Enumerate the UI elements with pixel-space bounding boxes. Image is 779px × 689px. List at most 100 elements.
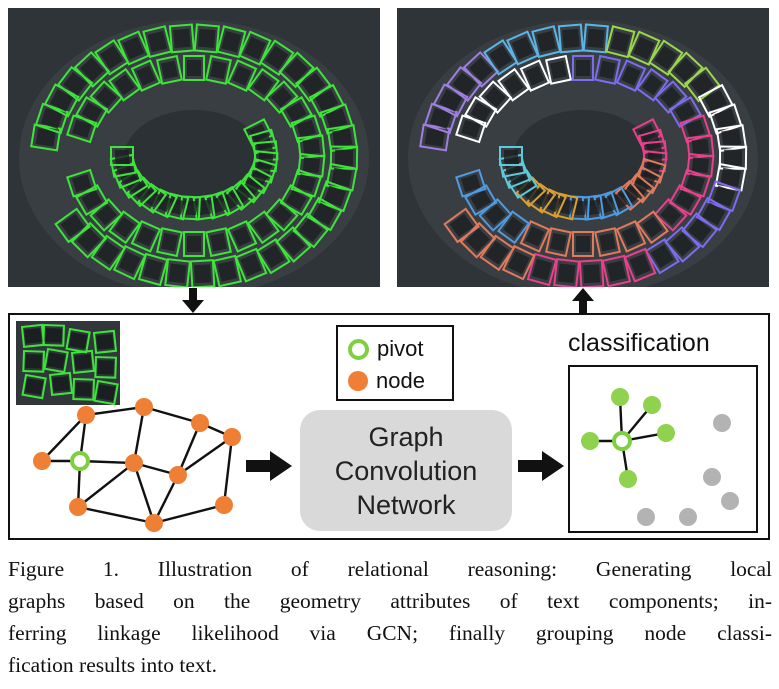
text-component-box (455, 168, 487, 198)
text-component-box (462, 50, 500, 88)
text-component-box (582, 23, 609, 54)
graph-edge (153, 503, 225, 525)
classification-title: classification (568, 329, 710, 357)
text-component-box (578, 259, 605, 287)
linked-node (611, 388, 629, 406)
text-component-box (679, 114, 711, 144)
text-component-box (553, 258, 581, 287)
text-component-box (526, 252, 558, 287)
text-component-box (89, 80, 124, 114)
text-component-box (112, 244, 147, 281)
gcn-block: Graph Convolution Network (300, 410, 512, 531)
text-component-box (708, 103, 743, 135)
text-component-box (706, 180, 742, 213)
legend: pivot node (336, 325, 454, 401)
text-component-box (164, 258, 192, 287)
unlinked-node (679, 508, 697, 526)
graph-node (125, 454, 143, 472)
text-component-box (226, 220, 258, 253)
text-component-box (325, 162, 358, 192)
unlinked-node (721, 492, 739, 510)
text-component-box (329, 145, 359, 170)
right-arrow-icon (246, 451, 292, 481)
text-component-box (156, 227, 183, 258)
text-component-box (264, 198, 299, 232)
text-component-box (497, 210, 531, 245)
text-component-box (519, 220, 551, 253)
graph-edge (77, 462, 135, 508)
graph-node (33, 452, 51, 470)
text-component-box (615, 59, 647, 92)
text-component-box (297, 152, 326, 178)
graph-node (145, 514, 163, 532)
text-component-box (212, 254, 243, 287)
text-component-box (43, 347, 69, 374)
node-icon (348, 371, 368, 391)
text-component-box (572, 231, 594, 257)
text-component-box (93, 39, 130, 76)
linked-node (643, 396, 661, 414)
text-component-box (92, 329, 118, 354)
text-component-box (108, 67, 142, 102)
legend-node: node (348, 367, 425, 395)
text-component-box (664, 225, 701, 263)
graph-edge (132, 462, 156, 524)
graph-node (215, 496, 233, 514)
text-component-box (130, 59, 162, 92)
graph-node (223, 428, 241, 446)
text-component-box (308, 83, 345, 119)
text-component-box (275, 225, 312, 263)
text-component-box (65, 327, 91, 354)
text-component-box (519, 59, 551, 92)
caption-line-4: fication results into text. (8, 653, 217, 677)
text-component-box (54, 207, 91, 244)
relational-reasoning-diagram: pivot node Graph Convolution Network cla… (8, 313, 770, 540)
text-component-box (501, 244, 536, 281)
linked-node (657, 424, 675, 442)
text-component-box (216, 25, 247, 59)
text-component-box (615, 220, 647, 253)
text-component-box (635, 67, 669, 102)
local-region-thumbnail (16, 321, 120, 405)
graph-edge (77, 505, 155, 525)
text-component-box (205, 54, 232, 85)
graph-edge (177, 436, 233, 476)
unlinked-node (637, 508, 655, 526)
text-component-box (718, 145, 748, 170)
text-component-box (255, 237, 291, 275)
text-component-box (297, 134, 326, 160)
graph-edge (222, 436, 234, 506)
text-component-box (623, 247, 657, 283)
text-component-box (48, 371, 74, 396)
text-component-box (290, 114, 322, 144)
text-component-box (697, 83, 734, 119)
text-component-box (478, 80, 513, 114)
text-component-box (557, 23, 584, 54)
text-component-box (93, 379, 119, 405)
graph-edge (85, 405, 145, 417)
text-component-box (142, 25, 173, 59)
caption-line-3: ferring linkage likelihood via GCN; fina… (8, 621, 772, 645)
unlinked-node (713, 414, 731, 432)
text-component-box (531, 25, 562, 59)
pivot-node (70, 451, 90, 471)
local-graph (33, 398, 241, 532)
text-component-box (246, 67, 280, 102)
text-component-box (189, 259, 216, 287)
right-arrow-icon (518, 451, 564, 481)
graph-edge (176, 422, 202, 476)
graph-node (135, 398, 153, 416)
figure-caption: Figure 1. Illustration of relational rea… (8, 553, 772, 681)
text-component-box (34, 102, 69, 135)
text-component-box (183, 55, 205, 81)
legend-pivot: pivot (348, 335, 423, 363)
text-component-box (317, 180, 353, 213)
text-component-box (238, 30, 272, 66)
text-component-box (715, 124, 747, 153)
text-component-box (605, 25, 636, 59)
text-component-box (499, 146, 523, 166)
unlinked-node (703, 468, 721, 486)
text-component-box (205, 227, 232, 258)
text-component-box (21, 373, 47, 400)
text-component-box (246, 210, 280, 245)
